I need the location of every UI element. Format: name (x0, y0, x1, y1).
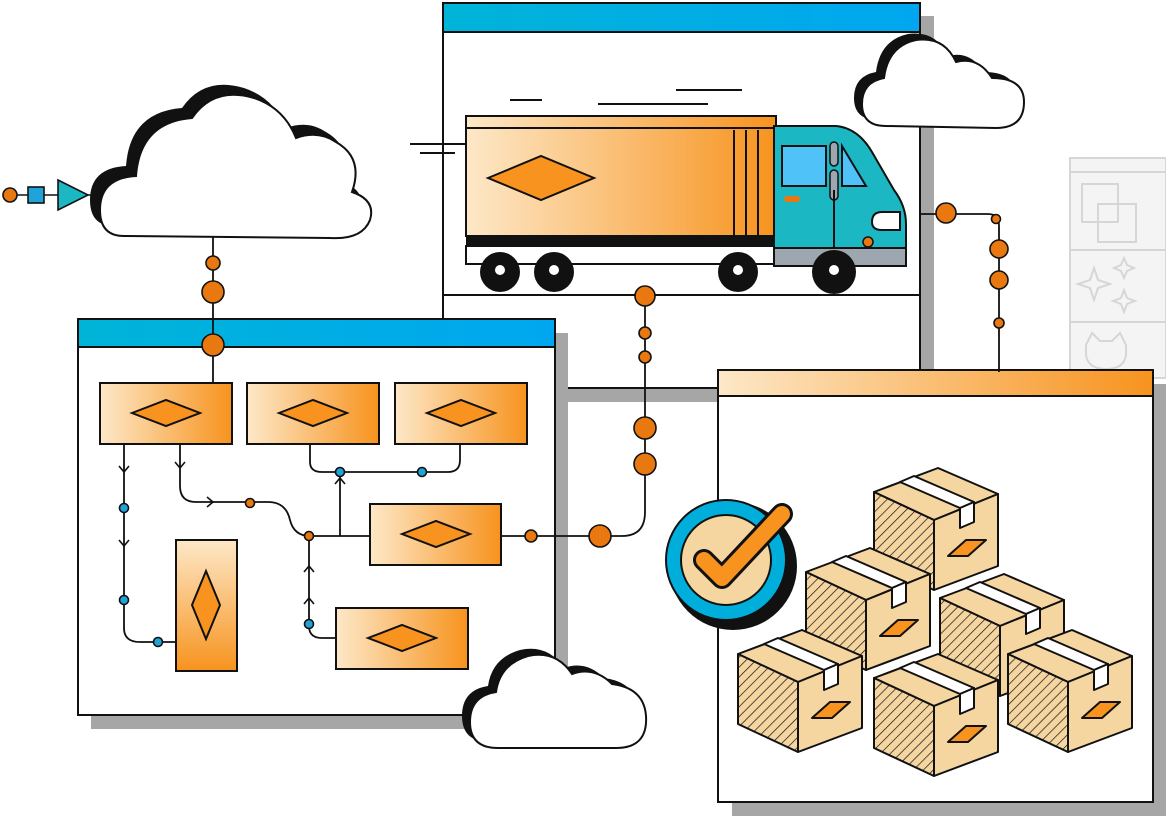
cardboard-box-stack-icon (737, 467, 1133, 777)
cardboard-box (737, 629, 863, 753)
check-badge-icon (665, 499, 797, 630)
flow-boxes (99, 382, 528, 672)
flow-box (99, 382, 233, 445)
flow-box (335, 607, 469, 670)
cardboard-box (873, 653, 999, 777)
cardboard-box (1007, 629, 1133, 753)
flow-box (369, 503, 502, 566)
flow-node-icon (118, 202, 1009, 648)
flow-arrows (118, 461, 346, 605)
cloud-icon (462, 648, 648, 749)
cloud-icon (854, 33, 1026, 130)
ghost-side-panel (1069, 157, 1166, 379)
flow-box-vertical (175, 539, 238, 672)
cardboard-box (805, 547, 931, 671)
flow-box (246, 382, 380, 445)
cloud-icon (90, 84, 373, 240)
flow-box (394, 382, 528, 445)
delivery-truck-icon (465, 115, 907, 294)
